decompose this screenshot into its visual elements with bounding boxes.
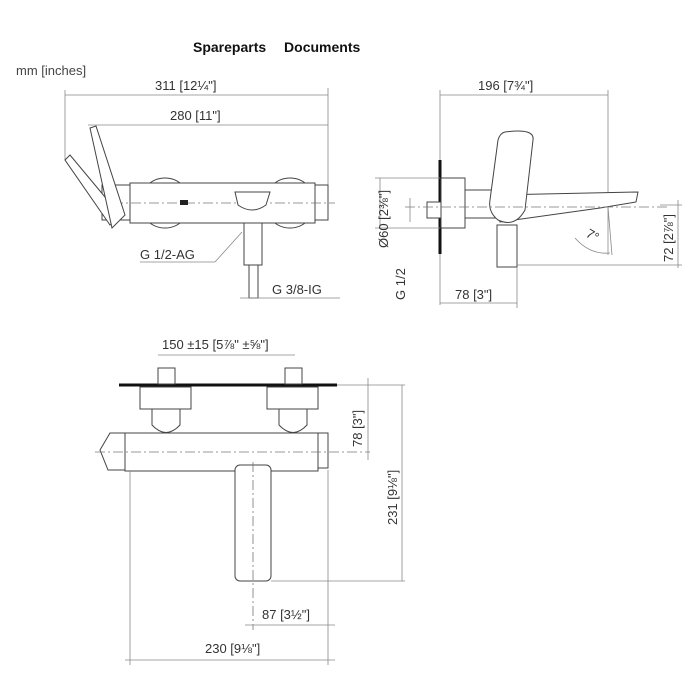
front-view: 311 [12¼"] 280 [11"] G 1/2-AG G 3/8-IG — [64, 78, 340, 299]
wall-to-spout-dim: 231 [9⅛"] — [385, 470, 400, 525]
center-distance-dim: 150 ±15 [5⅞" ±⅝"] — [162, 337, 269, 352]
tab-documents[interactable]: Documents — [284, 39, 361, 55]
height-dim: 72 [2⅞"] — [661, 214, 676, 262]
inlet-thread-label: G 1/2-AG — [140, 247, 195, 262]
body-width-dim-top: 230 [9⅛"] — [205, 641, 260, 656]
tab-spareparts[interactable]: Spareparts — [193, 39, 267, 55]
angle-label: 7° — [584, 226, 602, 245]
flange-diameter-dim: Ø60 [2⅜"] — [376, 190, 391, 248]
spout-offset-dim: 87 [3½"] — [262, 607, 310, 622]
body-width-dim: 280 [11"] — [170, 108, 221, 123]
units-label: mm [inches] — [16, 63, 87, 78]
side-view: 196 [7¾"] Ø60 [2⅜"] G 1/2 78 [3"] 72 [2⅞… — [375, 78, 682, 308]
overall-width-dim: 311 [12¼"] — [155, 78, 216, 93]
top-view: 150 ±15 [5⅞" ±⅝"] 78 [3"] 231 [9⅛"] 87 [… — [95, 337, 405, 665]
outlet-offset-dim: 78 [3"] — [455, 287, 492, 302]
nav-tabs: Spareparts Documents — [193, 39, 374, 55]
projection-dim: 196 [7¾"] — [478, 78, 533, 93]
outlet-thread-label: G 3/8-IG — [272, 282, 322, 297]
wall-to-axis-dim: 78 [3"] — [350, 410, 365, 447]
connection-thread-label: G 1/2 — [393, 268, 408, 300]
